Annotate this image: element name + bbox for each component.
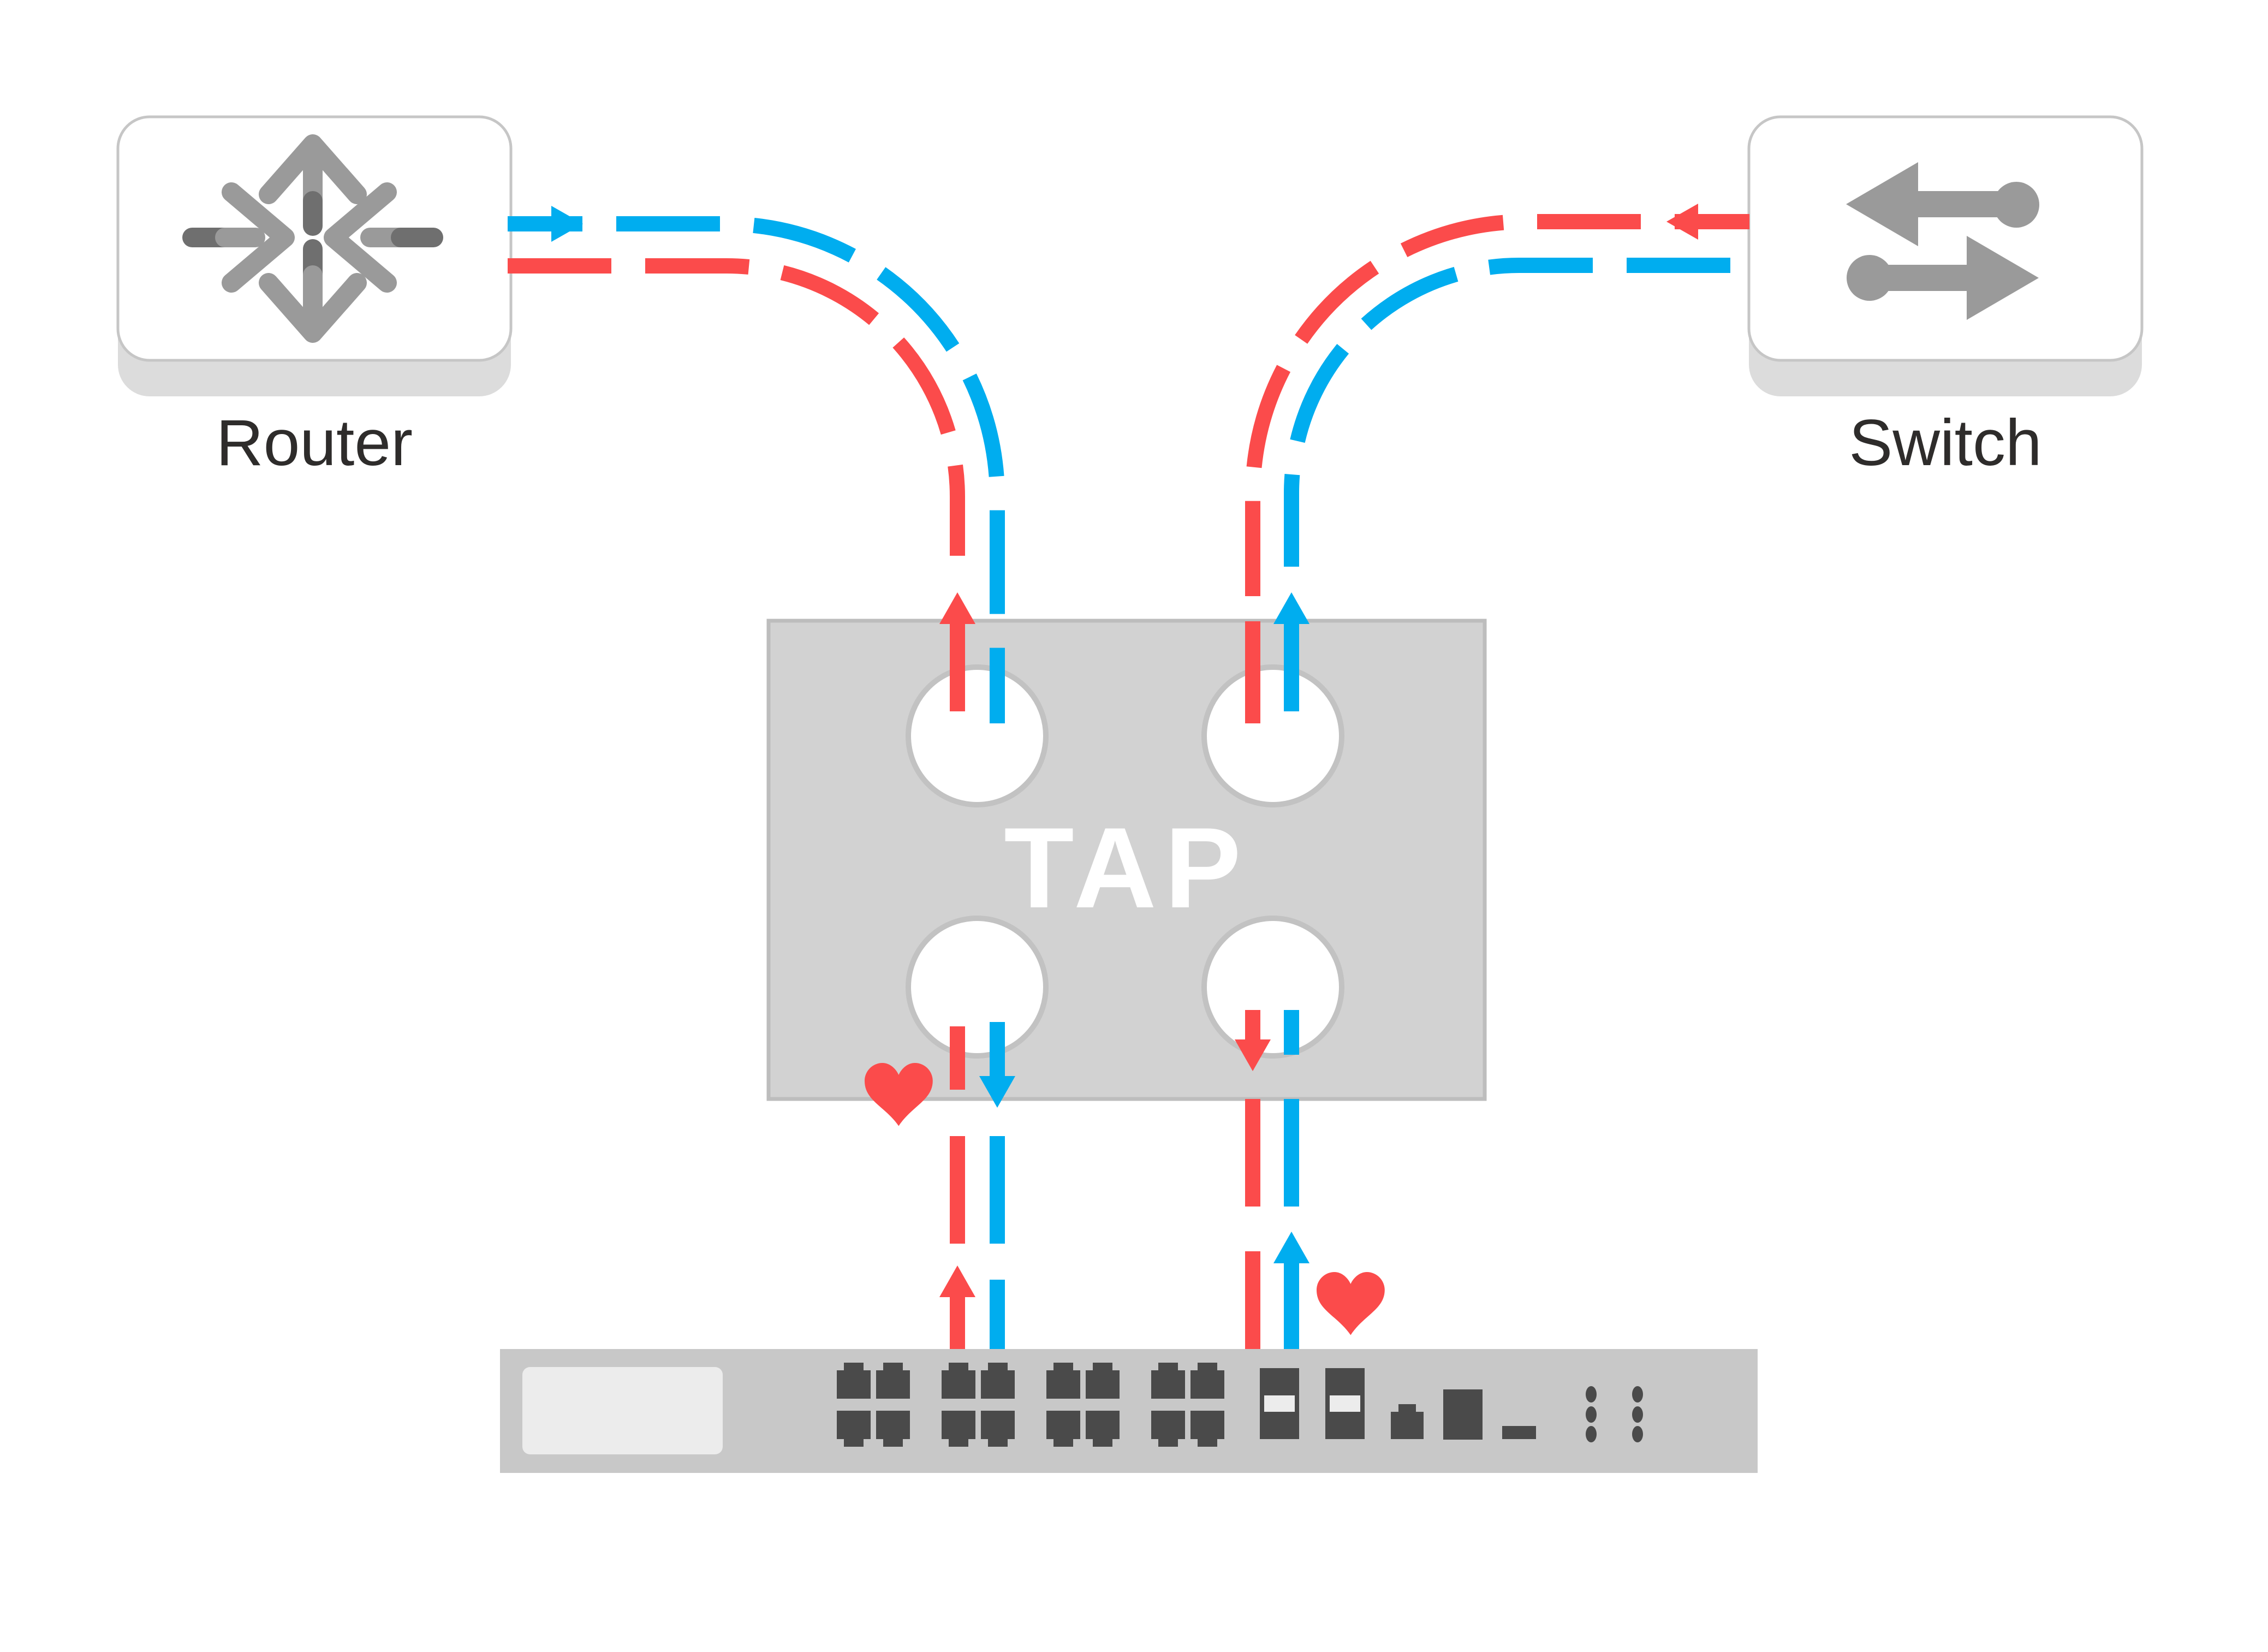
- sfp-slot: [1260, 1368, 1299, 1439]
- red-arrow-down-icon: [1235, 1010, 1271, 1071]
- red-dash: [1245, 1099, 1260, 1207]
- router-node: Router: [116, 115, 513, 479]
- switch-label: Switch: [1849, 406, 2041, 479]
- ethernet-port: [1151, 1411, 1185, 1447]
- ethernet-port: [1190, 1411, 1224, 1447]
- blue-arrow-right-icon: [551, 206, 583, 242]
- ethernet-port: [1086, 1363, 1120, 1399]
- red-dash: [950, 1026, 965, 1090]
- red-dash: [1245, 1251, 1260, 1350]
- heartbeat-icon: [865, 1063, 933, 1126]
- slot-port: [1502, 1426, 1536, 1439]
- ethernet-port: [1046, 1411, 1080, 1447]
- appliance-node: [500, 1349, 1758, 1473]
- ethernet-port: [1086, 1411, 1120, 1447]
- heartbeat-icon: [1317, 1272, 1385, 1335]
- blue-arrow-up-icon: [1273, 1232, 1309, 1350]
- blue-dash: [990, 1280, 1005, 1350]
- red-flow-tap-to-router: [508, 258, 965, 556]
- ethernet-port: [876, 1411, 910, 1447]
- tap-port-top-left: [906, 664, 1049, 807]
- ethernet-port: [837, 1363, 871, 1399]
- router-icon: [182, 134, 443, 343]
- ethernet-port: [1190, 1363, 1224, 1399]
- red-dash: [1245, 621, 1260, 723]
- red-arrow-left-icon: [1666, 204, 1698, 240]
- ethernet-port: [1046, 1363, 1080, 1399]
- ethernet-port: [876, 1363, 910, 1399]
- router-label: Router: [216, 406, 413, 479]
- tap-node: TAP: [766, 619, 1487, 1101]
- led-dots: [1586, 1386, 1643, 1442]
- appliance-display-panel: [522, 1367, 723, 1454]
- sfp-slot: [1325, 1368, 1365, 1439]
- flow-lines: [508, 204, 1749, 1350]
- tap-label: TAP: [1004, 804, 1249, 932]
- switch-box: [1747, 115, 2144, 362]
- tap-port-top-right: [1201, 664, 1344, 807]
- blue-arrow-up-icon: [1273, 592, 1309, 711]
- ethernet-port: [1151, 1363, 1185, 1399]
- blue-dash: [1284, 1010, 1299, 1055]
- ethernet-port: [837, 1411, 871, 1447]
- usb-port: [1443, 1389, 1483, 1440]
- router-box: [116, 115, 513, 362]
- red-dash: [950, 1136, 965, 1244]
- tap-box: [766, 619, 1487, 1101]
- ethernet-port: [942, 1411, 975, 1447]
- blue-flow-tap-to-switch: [1284, 258, 1749, 567]
- ethernet-port: [981, 1363, 1015, 1399]
- switch-node: Switch: [1747, 115, 2144, 479]
- switch-icon: [1846, 162, 2039, 320]
- blue-dash: [1284, 1099, 1299, 1207]
- ethernet-ports-top-row: [837, 1363, 1224, 1399]
- blue-arrow-down-icon: [979, 1022, 1015, 1108]
- blue-dash: [990, 1136, 1005, 1244]
- red-arrow-up-icon: [939, 592, 975, 711]
- red-flow-switch-to-tap: [1245, 214, 1749, 596]
- ethernet-port: [942, 1363, 975, 1399]
- ethernet-port: [981, 1411, 1015, 1447]
- red-arrow-up-icon: [939, 1265, 975, 1350]
- console-port: [1391, 1404, 1424, 1439]
- ethernet-ports-bottom-row: [837, 1411, 1224, 1447]
- tap-port-bottom-right: [1201, 916, 1344, 1059]
- tap-port-bottom-left: [906, 916, 1049, 1059]
- blue-flow-router-to-tap: [508, 216, 1005, 723]
